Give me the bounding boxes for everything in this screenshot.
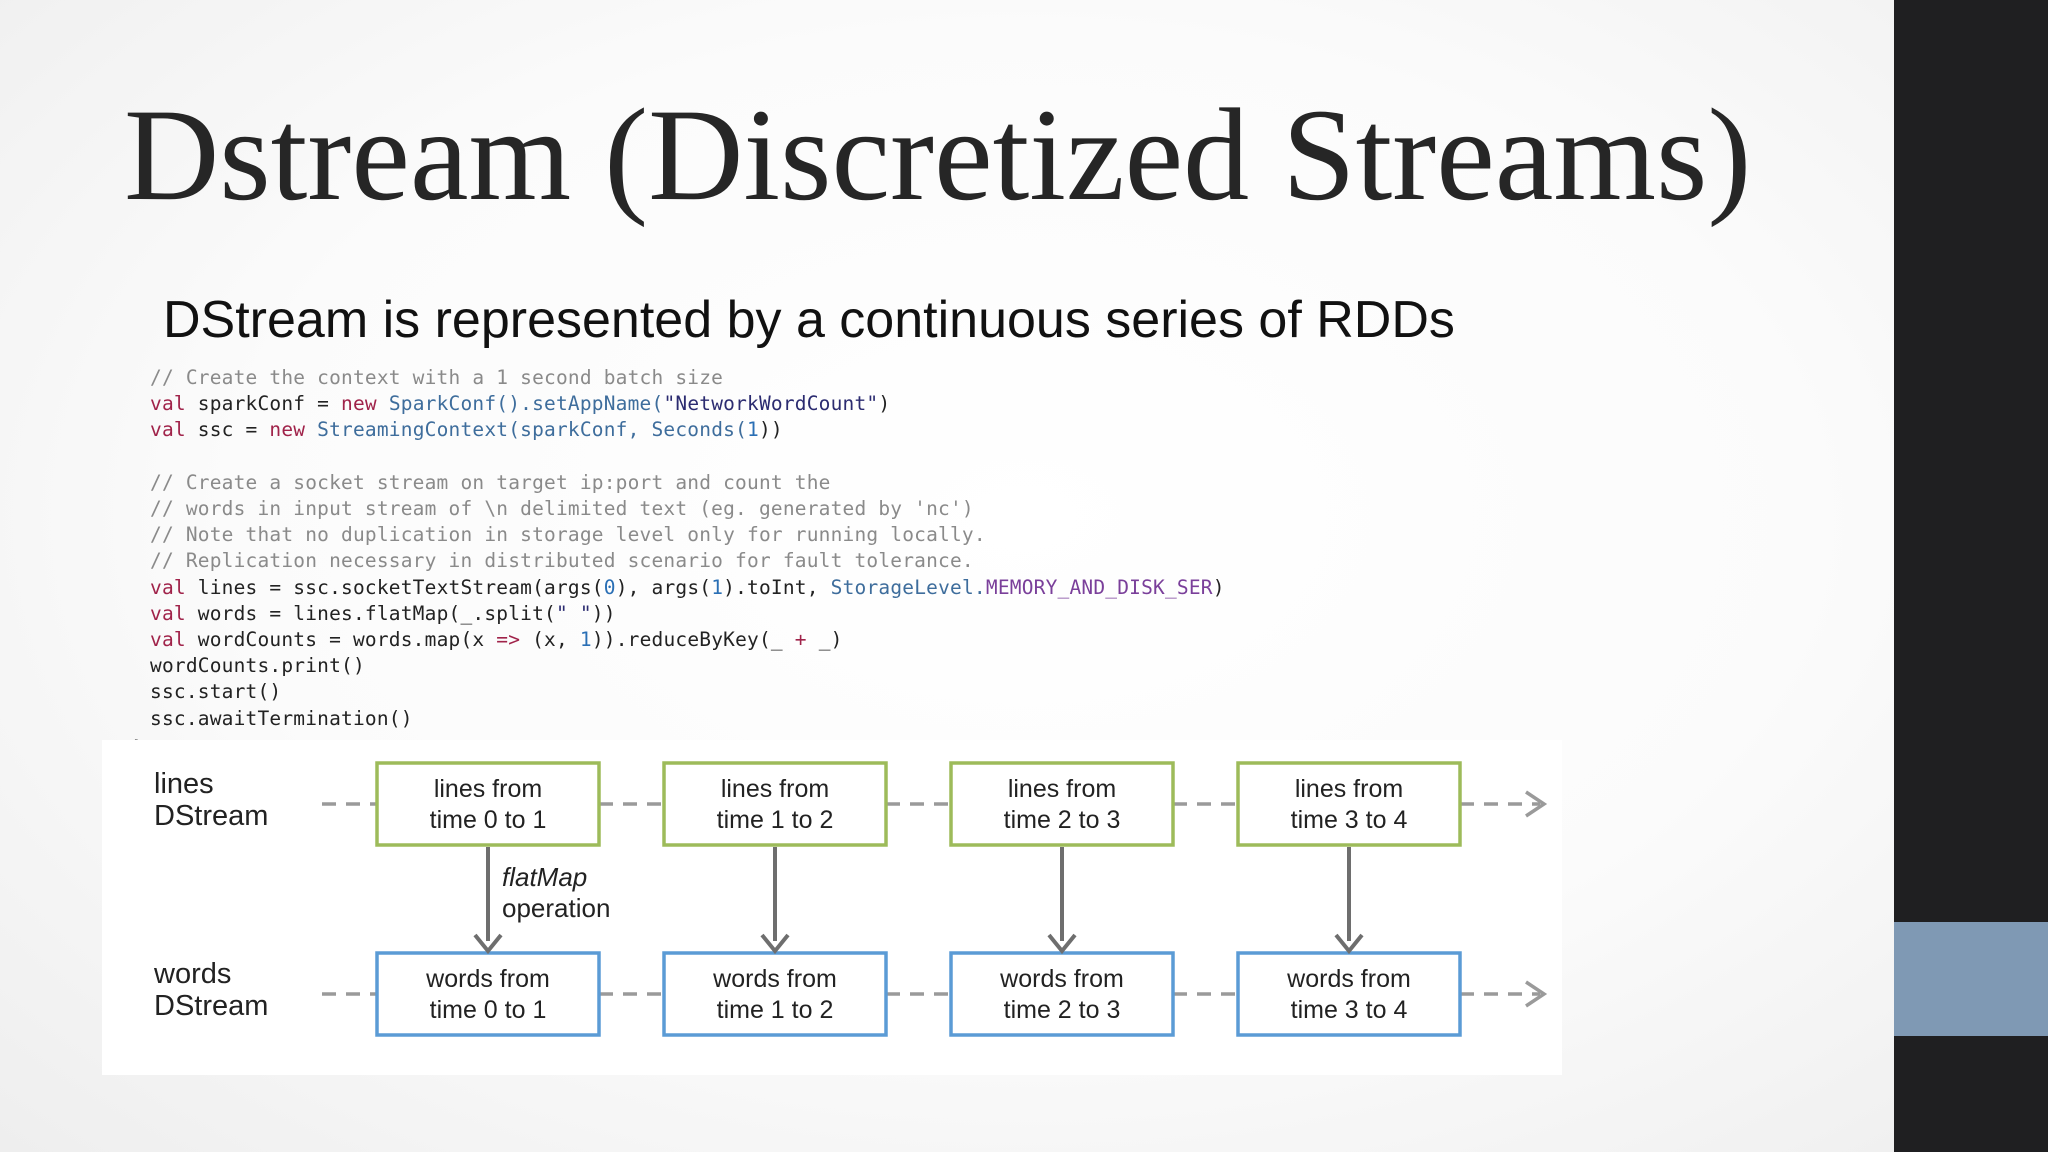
- rdd-box-label: words from: [1286, 965, 1411, 993]
- code-token: StreamingContext(sparkConf, Seconds(: [317, 418, 748, 442]
- code-line: // Create a socket stream on target ip:p…: [150, 470, 831, 496]
- code-token: ssc.awaitTermination(): [150, 706, 413, 730]
- rdd-box: [1236, 951, 1462, 1037]
- code-token: new: [341, 392, 389, 416]
- code-token: MEMORY_AND_DISK_SER: [985, 575, 1213, 599]
- rdd-box-label: time 3 to 4: [1291, 996, 1408, 1024]
- arrow-down-icon: [1047, 933, 1077, 955]
- operation-label-name: flatMap: [502, 862, 587, 892]
- continuation-arrow-icon: [1525, 790, 1548, 818]
- code-token: ).toInt,: [723, 575, 831, 599]
- rdd-box-label: time 0 to 1: [430, 996, 547, 1024]
- code-token: // words in input stream of \n delimited…: [150, 497, 974, 520]
- code-token: ): [878, 392, 891, 416]
- code-token: (x,: [532, 628, 580, 651]
- code-line: val sparkConf = new SparkConf().setAppNa…: [150, 391, 890, 417]
- code-token: 1: [747, 418, 759, 442]
- arrow-down-icon: [473, 933, 503, 955]
- code-token: )).reduceByKey(_: [591, 628, 795, 651]
- code-token: words = lines.flatMap(_.split(: [197, 601, 556, 625]
- code-snippet: // Create the context with a 1 second ba…: [150, 365, 1570, 745]
- continuation-arrow-icon: [1525, 980, 1548, 1008]
- code-line: // Create the context with a 1 second ba…: [150, 365, 723, 391]
- code-token: val: [150, 418, 198, 442]
- code-line: val ssc = new StreamingContext(sparkConf…: [150, 417, 783, 443]
- code-token: val: [150, 392, 198, 416]
- code-token: ): [1212, 575, 1225, 599]
- rdd-box-label: lines from: [721, 775, 829, 803]
- row-label: DStream: [154, 990, 268, 1022]
- code-token: // Note that no duplication in storage l…: [150, 523, 986, 547]
- rdd-box-label: time 2 to 3: [1004, 806, 1121, 834]
- rdd-box: [1236, 761, 1462, 847]
- code-token: new: [269, 418, 318, 442]
- code-token: val: [150, 601, 198, 625]
- code-line: val words = lines.flatMap(_.split(" ")): [150, 601, 616, 627]
- code-token: +: [794, 628, 819, 651]
- arrow-down-icon: [760, 933, 790, 955]
- rdd-box-label: words from: [425, 965, 550, 993]
- code-token: 1: [579, 628, 592, 651]
- rdd-box-label: words from: [999, 965, 1124, 993]
- code-token: wordCounts.print(): [150, 654, 365, 678]
- code-line: // Note that no duplication in storage l…: [150, 522, 986, 548]
- code-token: wordCounts = words.map(x: [197, 628, 497, 651]
- slide-subtitle: DStream is represented by a continuous s…: [163, 291, 1455, 349]
- code-token: =>: [496, 628, 533, 651]
- code-line: val wordCounts = words.map(x => (x, 1)).…: [150, 627, 843, 653]
- code-token: // Create a socket stream on target ip:p…: [150, 470, 831, 494]
- code-token: 0: [603, 575, 616, 599]
- code-token: " ": [555, 601, 592, 625]
- right-accent-block: [1894, 922, 2048, 1036]
- code-token: "NetworkWordCount": [663, 392, 879, 416]
- code-token: // Create the context with a 1 second ba…: [150, 366, 724, 389]
- operation-label-kind: operation: [502, 893, 610, 923]
- rdd-box-label: time 3 to 4: [1291, 806, 1408, 834]
- row-label: DStream: [154, 800, 268, 832]
- code-line: val lines = ssc.socketTextStream(args(0)…: [150, 575, 1225, 601]
- code-token: ), args(: [615, 575, 712, 599]
- code-token: // Replication necessary in distributed …: [150, 549, 974, 573]
- code-line: ssc.start(): [150, 679, 281, 705]
- arrow-down-icon: [1334, 933, 1364, 955]
- code-token: val: [150, 628, 198, 651]
- code-token: )): [758, 418, 783, 442]
- code-token: ssc =: [197, 418, 270, 442]
- code-token: ssc.start(): [150, 680, 282, 704]
- rdd-box: [375, 761, 601, 847]
- code-line: // words in input stream of \n delimited…: [150, 496, 974, 522]
- rdd-box-label: lines from: [1008, 775, 1116, 803]
- rdd-box-label: time 0 to 1: [430, 806, 547, 834]
- code-line: ssc.awaitTermination(): [150, 706, 413, 732]
- code-token: SparkConf().setAppName(: [388, 392, 664, 416]
- code-line: wordCounts.print(): [150, 653, 365, 679]
- code-token: StorageLevel.: [830, 575, 986, 599]
- code-token: lines = ssc.socketTextStream(args(: [197, 575, 604, 599]
- rdd-box-label: lines from: [434, 775, 542, 803]
- rdd-box-label: time 1 to 2: [717, 996, 834, 1024]
- code-token: )): [591, 601, 616, 625]
- code-token: 1: [711, 575, 724, 599]
- row-label: words: [153, 958, 231, 990]
- rdd-box-label: time 1 to 2: [717, 806, 834, 834]
- code-line: // Replication necessary in distributed …: [150, 548, 974, 574]
- slide-title: Dstream (Discretized Streams): [124, 81, 1752, 228]
- code-token: val: [150, 575, 198, 599]
- rdd-box: [949, 761, 1175, 847]
- rdd-box: [949, 951, 1175, 1037]
- row-label: lines: [154, 768, 214, 800]
- rdd-box-label: words from: [712, 965, 837, 993]
- code-token: sparkConf =: [197, 392, 342, 416]
- rdd-box-label: lines from: [1295, 775, 1403, 803]
- rdd-box-label: time 2 to 3: [1004, 996, 1121, 1024]
- code-token: _): [818, 628, 843, 651]
- rdd-box: [662, 761, 888, 847]
- rdd-box: [375, 951, 601, 1037]
